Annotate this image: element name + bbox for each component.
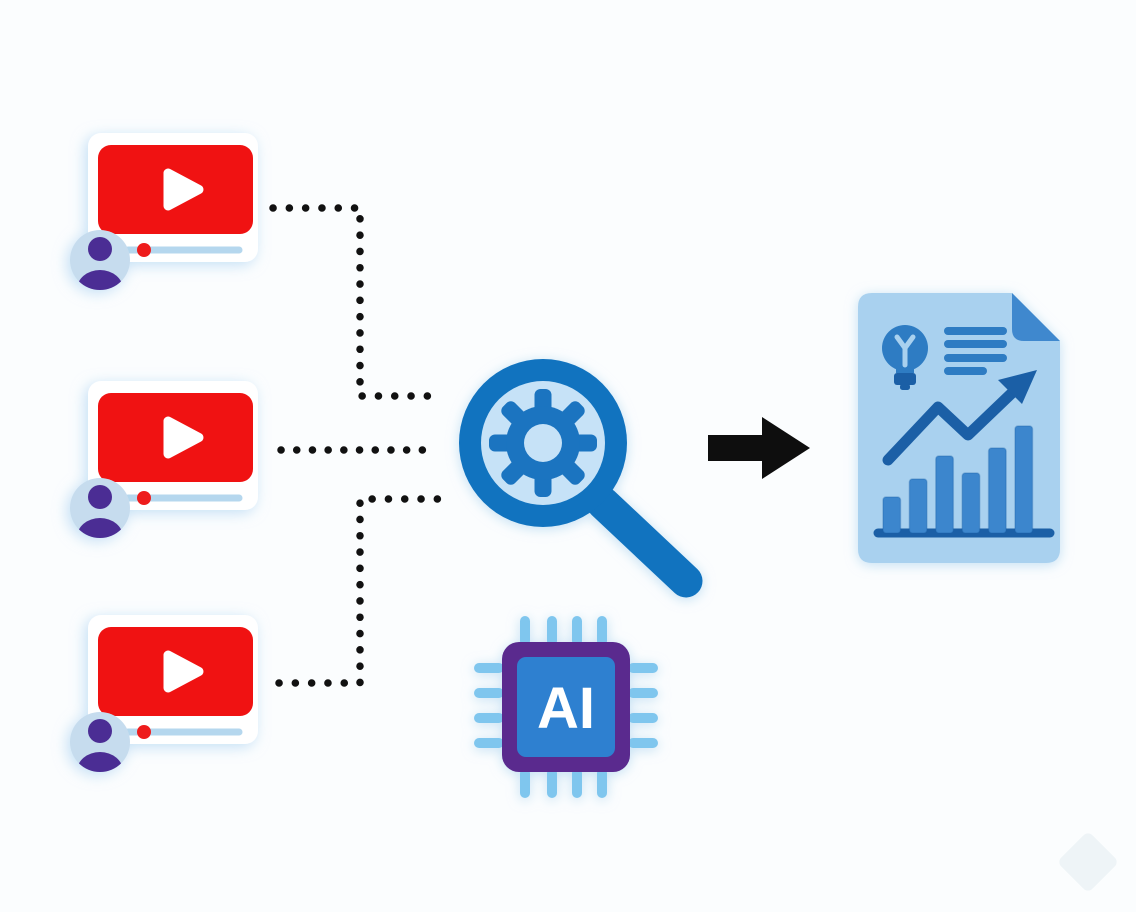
bar [1014,425,1034,534]
folded-corner [1012,293,1060,341]
text-lines [944,327,1007,375]
bar [908,478,928,534]
right-arrow-icon [700,408,815,488]
youtube-video-icon-1 [62,128,272,303]
chip-body [517,657,615,757]
magnifying-glass-gear-icon [448,348,718,618]
bar [882,496,902,534]
chip-pins [474,616,658,798]
progress-dot [137,243,151,257]
connector-video-3 [275,495,447,687]
watermark-shape [1048,822,1128,902]
connector-video-1 [269,204,447,400]
play-icon [163,416,204,459]
trend-up-arrow [882,370,1037,466]
analytics-report-icon [850,285,1070,575]
progress-dot [137,491,151,505]
play-icon [163,168,204,211]
lightbulb-icon [882,325,928,390]
play-icon [163,650,204,693]
ai-chip-label: AI [537,676,595,741]
youtube-video-icon-2 [62,376,272,551]
youtube-video-icon-3 [62,610,272,785]
bar [961,472,981,534]
magnifier-handle [586,486,703,598]
ai-chip-icon: AI [468,608,668,808]
user-avatar-icon [70,712,130,772]
bar [935,455,955,534]
bar [987,447,1007,534]
user-avatar-icon [70,230,130,290]
bar-chart [882,425,1034,534]
progress-dot [137,725,151,739]
gear-center-hole [524,424,562,462]
user-avatar-icon [70,478,130,538]
